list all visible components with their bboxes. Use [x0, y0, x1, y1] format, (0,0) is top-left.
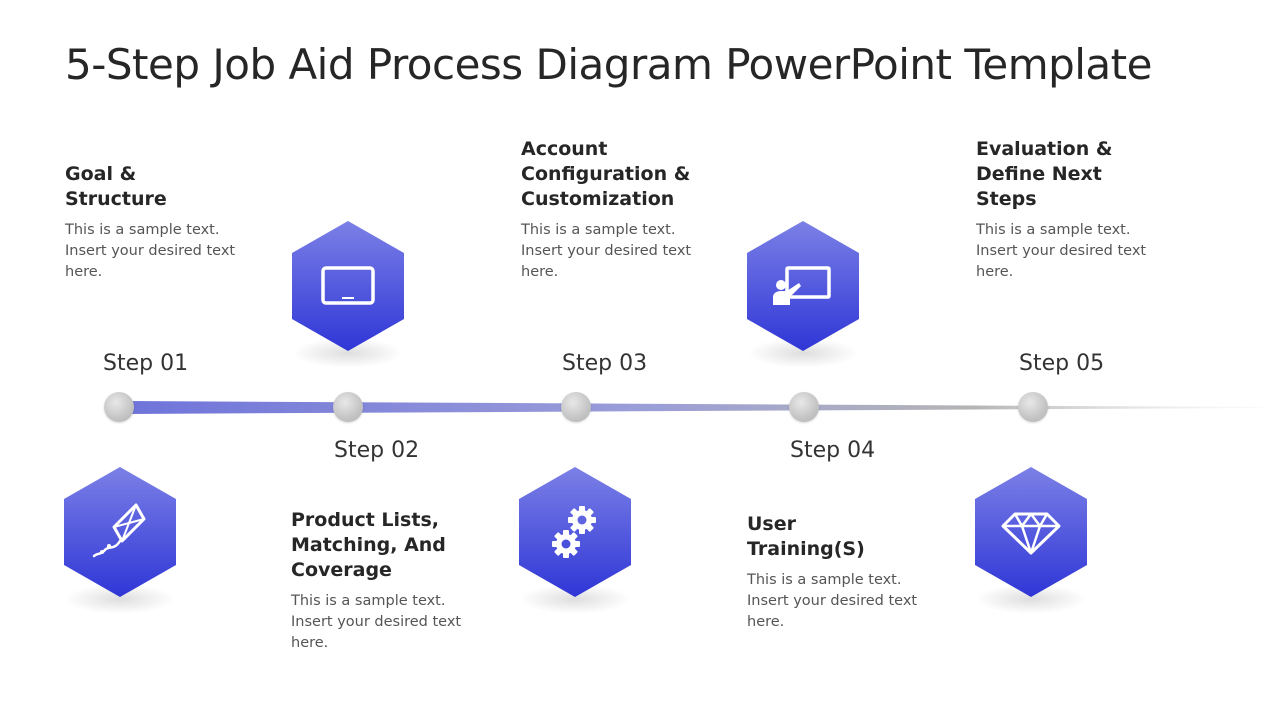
step-03-heading-line: Account [521, 138, 608, 160]
step-05-heading-line: Steps [976, 188, 1037, 210]
step-01-description: This is a sample text. Insert your desir… [65, 222, 236, 280]
step-04-label: Step 04 [790, 438, 876, 463]
step-02-heading-line: Matching, And [291, 534, 446, 556]
diamond-icon [1001, 512, 1061, 555]
step-02-heading-line: Coverage [291, 559, 392, 581]
step-05-label: Step 05 [1019, 351, 1105, 376]
step-03-node [561, 392, 591, 422]
timeline-line [118, 401, 1262, 414]
step-02-label: Step 02 [334, 438, 420, 463]
step-05-text-block: Evaluation & Define Next Steps This is a… [976, 137, 1176, 283]
step-03-hexagon [519, 467, 631, 597]
step-02-hexagon [292, 221, 404, 351]
step-01-heading-line: Goal & [65, 163, 137, 185]
step-04-heading-line: User [747, 513, 796, 535]
step-03-heading-line: Configuration & [521, 163, 691, 185]
page-title: 5-Step Job Aid Process Diagram PowerPoin… [65, 40, 1152, 89]
step-04-hexagon [747, 221, 859, 351]
step-03-description: This is a sample text. Insert your desir… [521, 222, 692, 280]
step-02-heading-line: Product Lists, [291, 509, 439, 531]
step-05-heading: Evaluation & Define Next Steps [976, 137, 1176, 212]
step-04-heading: User Training(S) [747, 512, 947, 562]
step-02-node [333, 392, 363, 422]
step-01-hexagon [64, 467, 176, 597]
step-04-text-block: User Training(S) This is a sample text. … [747, 512, 947, 633]
step-04-description: This is a sample text. Insert your desir… [747, 572, 918, 630]
step-04-node [789, 392, 819, 422]
monitor-icon [321, 266, 375, 305]
step-03-heading-line: Customization [521, 188, 675, 210]
step-04-heading-line: Training(S) [747, 538, 865, 560]
step-02-description: This is a sample text. Insert your desir… [291, 593, 462, 651]
step-05-node [1018, 392, 1048, 422]
step-01-heading: Goal & Structure [65, 162, 265, 212]
step-03-text-block: Account Configuration & Customization Th… [521, 137, 721, 283]
step-02-text-block: Product Lists, Matching, And Coverage Th… [291, 508, 491, 654]
step-01-label: Step 01 [103, 351, 189, 376]
step-01-text-block: Goal & Structure This is a sample text. … [65, 162, 265, 283]
step-01-heading-line: Structure [65, 188, 167, 210]
step-05-heading-line: Define Next [976, 163, 1102, 185]
step-05-hexagon [975, 467, 1087, 597]
step-05-description: This is a sample text. Insert your desir… [976, 222, 1147, 280]
step-02-heading: Product Lists, Matching, And Coverage [291, 508, 491, 583]
step-05-heading-line: Evaluation & [976, 138, 1113, 160]
step-03-label: Step 03 [562, 351, 648, 376]
step-03-heading: Account Configuration & Customization [521, 137, 721, 212]
presentation-icon [773, 266, 831, 305]
kite-icon [92, 503, 146, 558]
gears-icon [552, 506, 596, 558]
step-01-node [104, 392, 134, 422]
